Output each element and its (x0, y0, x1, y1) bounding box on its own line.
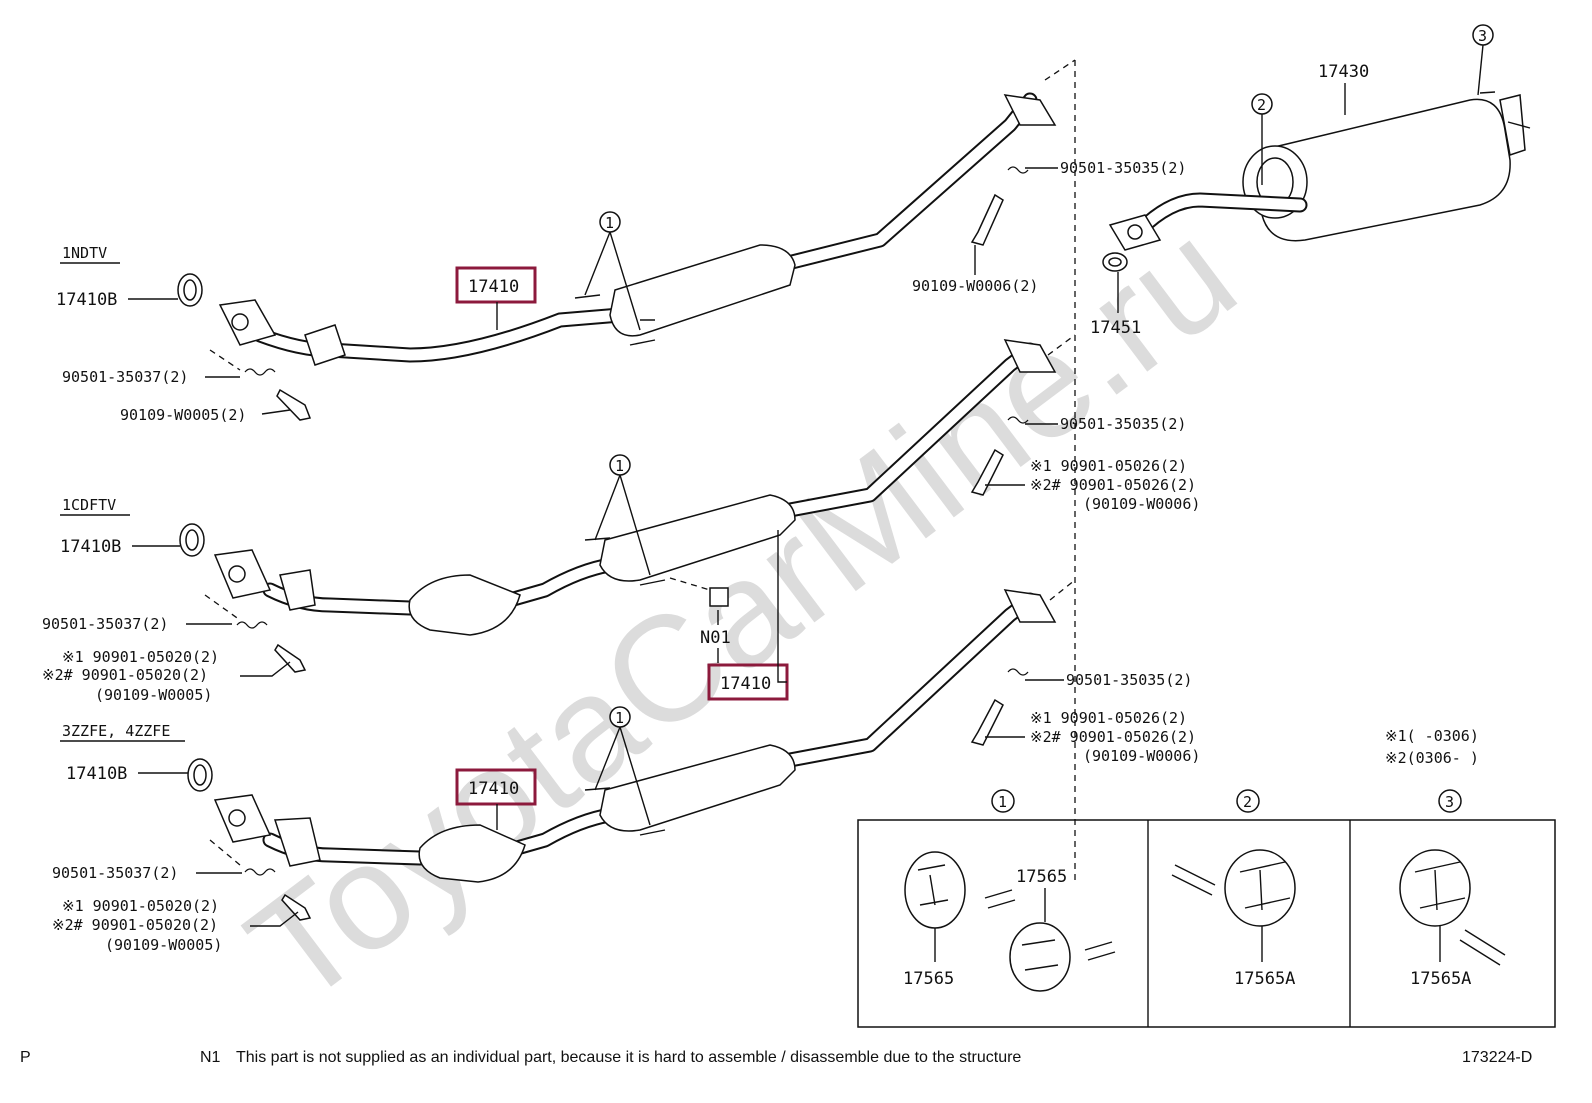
part-bolt-rear-1: 90109-W0006(2) (912, 277, 1038, 295)
callout-2: 2 (1251, 93, 1273, 185)
engine-label-3zzfe: 3ZZFE, 4ZZFE (62, 722, 170, 740)
part-17410-3: 17410 (468, 779, 519, 799)
part-bolt-rear-alt3-3: (90109-W0006) (1083, 747, 1200, 765)
part-bolt-rear-alt1-2: ※1 90901-05026(2) (1030, 457, 1187, 475)
svg-text:1: 1 (615, 457, 624, 475)
part-17565-b: 17565 (1016, 867, 1067, 887)
part-17451: 17451 (1090, 318, 1141, 338)
part-bolt-front-alt2-2: ※2# 90901-05020(2) (42, 666, 208, 684)
part-bolt-front-alt1-3: ※1 90901-05020(2) (62, 897, 219, 915)
part-spring-front-1: 90501-35037(2) (62, 368, 188, 386)
highlight-17410-3 (455, 768, 537, 806)
footer-note-text: This part is not supplied as an individu… (236, 1049, 1021, 1066)
svg-text:3: 3 (1445, 793, 1454, 811)
hanger-detail-box: 1 2 3 17565 17565 17565A 17565A (857, 789, 1556, 1028)
part-17410b-1: 17410B (56, 290, 117, 310)
svg-text:3: 3 (1478, 27, 1487, 45)
note-2: ※2(0306- ) (1385, 749, 1479, 767)
part-bolt-rear-alt2-2: ※2# 90901-05026(2) (1030, 476, 1196, 494)
svg-text:2: 2 (1243, 793, 1252, 811)
footer-note-label: N1 (200, 1049, 221, 1066)
svg-text:1: 1 (605, 214, 614, 232)
part-spring-front-2: 90501-35037(2) (42, 615, 168, 633)
callout-1-assembly-1: 1 (584, 211, 641, 331)
highlight-17410-1 (455, 266, 537, 304)
part-bolt-front-alt1-2: ※1 90901-05020(2) (62, 648, 219, 666)
detail-callout-2 (1236, 789, 1260, 813)
callout-1-assembly-2: 1 (594, 454, 651, 576)
engine-label-1ndtv: 1NDTV (62, 244, 107, 262)
part-bolt-rear-alt1-3: ※1 90901-05026(2) (1030, 709, 1187, 727)
part-bolt-front-alt3-2: (90109-W0005) (95, 686, 212, 704)
svg-text:1: 1 (615, 709, 624, 727)
part-17565-a: 17565 (903, 969, 954, 989)
part-17410b-3: 17410B (66, 764, 127, 784)
footer-diagram-code: 173224-D (1462, 1049, 1532, 1066)
n01-block (709, 587, 729, 607)
svg-text:1: 1 (998, 793, 1007, 811)
part-bolt-rear-alt3-2: (90109-W0006) (1083, 495, 1200, 513)
muffler (1242, 91, 1531, 242)
part-bolt-front-alt3-3: (90109-W0005) (105, 936, 222, 954)
assembly-1ndtv (177, 92, 1057, 421)
part-bolt-front-1: 90109-W0005(2) (120, 406, 246, 424)
note-1: ※1( -0306) (1385, 727, 1479, 745)
part-17410b-2: 17410B (60, 537, 121, 557)
svg-text:2: 2 (1257, 96, 1266, 114)
part-17565a-2: 17565A (1410, 969, 1471, 989)
part-n01: N01 (700, 628, 731, 648)
detail-callout-1 (991, 789, 1015, 813)
part-17565a-1: 17565A (1234, 969, 1295, 989)
part-spring-rear-2: 90501-35035(2) (1060, 415, 1186, 433)
part-17410-1: 17410 (468, 277, 519, 297)
part-spring-rear-1: 90501-35035(2) (1060, 159, 1186, 177)
assembly-1cdftv (179, 339, 1057, 673)
footer-page-marker: P (20, 1049, 31, 1066)
detail-callout-3 (1438, 789, 1462, 813)
part-bolt-rear-alt2-3: ※2# 90901-05026(2) (1030, 728, 1196, 746)
callout-1-assembly-3: 1 (594, 706, 651, 826)
engine-label-1cdftv: 1CDFTV (62, 496, 116, 514)
part-17410-2: 17410 (720, 674, 771, 694)
part-bolt-front-alt2-3: ※2# 90901-05020(2) (52, 916, 218, 934)
part-17430: 17430 (1318, 62, 1369, 82)
part-spring-front-3: 90501-35037(2) (52, 864, 178, 882)
assembly-3zzfe (187, 589, 1057, 921)
part-spring-rear-3: 90501-35035(2) (1066, 671, 1192, 689)
callout-3: 3 (1472, 24, 1494, 96)
